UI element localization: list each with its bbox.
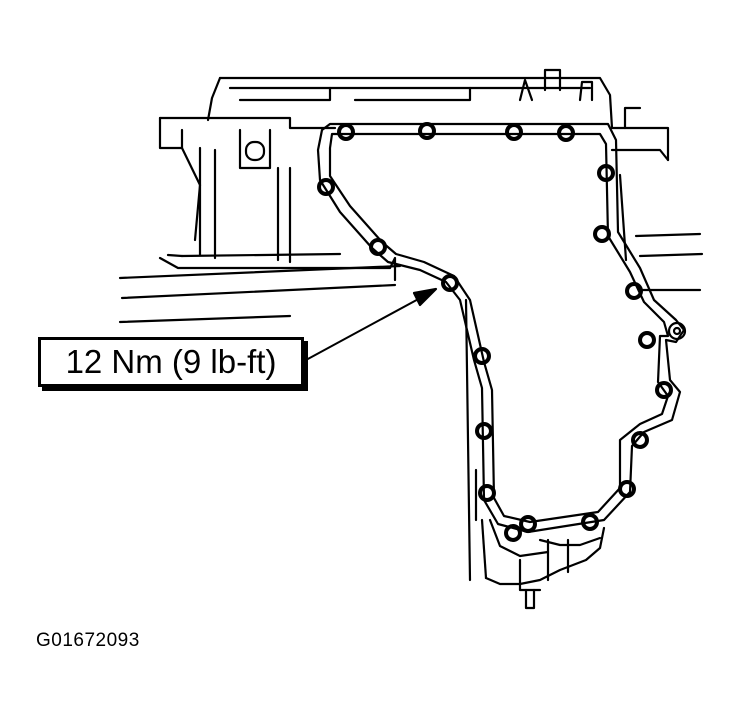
flange-bolts: [317, 122, 673, 542]
mounting-boss: [667, 321, 687, 341]
reference-lines: [118, 264, 402, 324]
oil-pan-sump: [464, 298, 606, 610]
engine-block: [158, 68, 704, 292]
torque-spec-label: 12 Nm (9 lb-ft): [38, 337, 304, 387]
callout-leader: [305, 287, 438, 361]
oil-pan-outer-edge: [316, 122, 686, 534]
figure-id: G01672093: [36, 630, 140, 651]
